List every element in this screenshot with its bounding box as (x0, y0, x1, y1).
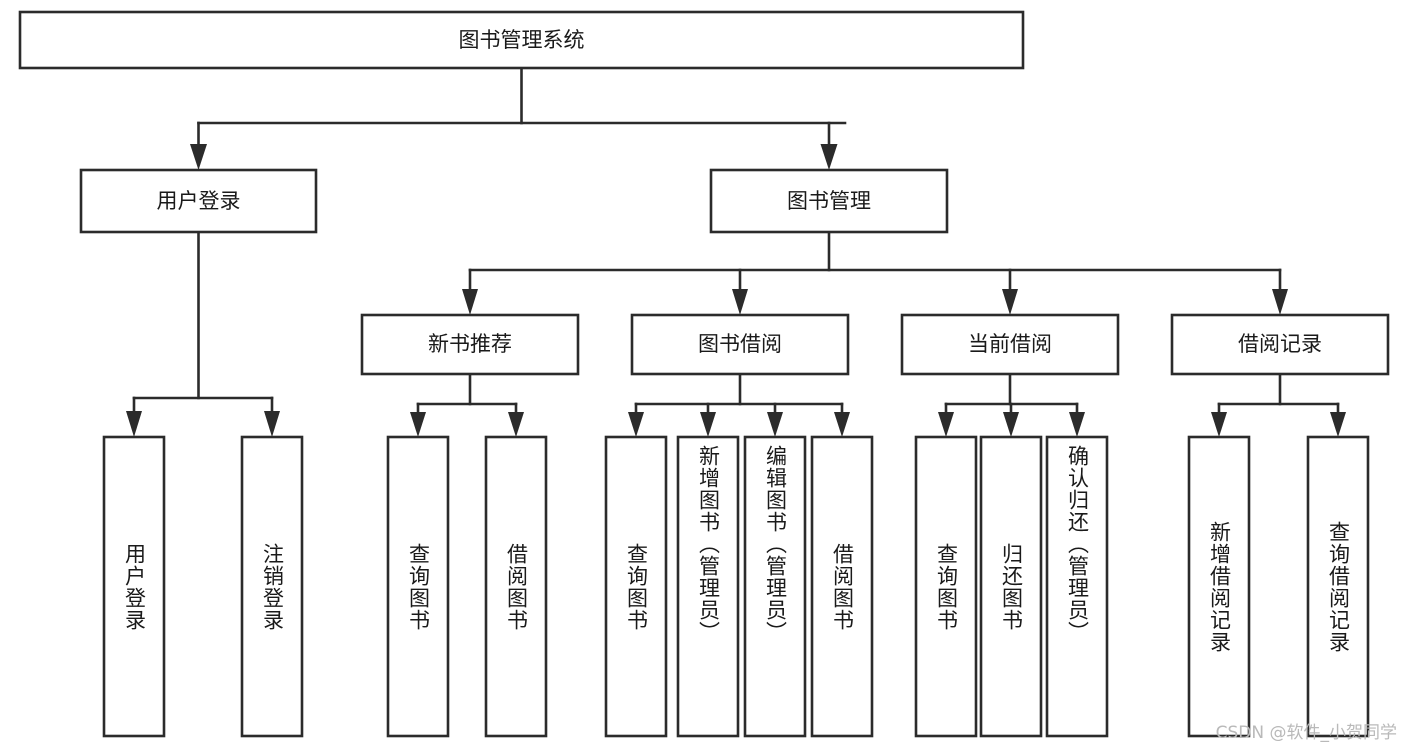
leaf-node-group (102, 435, 1370, 738)
arrowhead-leaf-user-login (126, 411, 142, 437)
node-book-borrow-label: 图书借阅 (698, 332, 782, 356)
node-borrow-record-label: 借阅记录 (1238, 332, 1322, 356)
arrowhead-leaf-return-book (1003, 412, 1019, 437)
arrowhead-book-borrow (732, 289, 748, 315)
arrowhead-leaf-query-book-2 (628, 412, 644, 437)
node-book-management[interactable]: 图书管理 (709, 168, 949, 234)
leaf-box-borrow-book-2[interactable] (810, 435, 874, 738)
arrowhead-leaf-borrow-book-1 (508, 412, 524, 437)
node-root-system-label: 图书管理系统 (459, 28, 585, 52)
connector-group-current-borrow (938, 372, 1085, 437)
connector-group-user-login (126, 230, 280, 437)
node-new-book-recommend-label: 新书推荐 (428, 332, 512, 356)
node-current-borrow-label: 当前借阅 (968, 332, 1052, 356)
node-new-book-recommend-box[interactable] (360, 313, 580, 376)
arrowhead-leaf-logout (264, 411, 280, 437)
arrowhead-leaf-add-record (1211, 412, 1227, 437)
connector-group-book-mgmt (462, 230, 1288, 315)
arrowhead-user-login (190, 144, 207, 170)
node-user-login-box[interactable] (79, 168, 318, 234)
arrowhead-leaf-query-book-3 (938, 412, 954, 437)
node-current-borrow[interactable]: 当前借阅 (900, 313, 1120, 376)
leaf-box-edit-book[interactable] (743, 435, 807, 738)
leaf-box-borrow-book-1[interactable] (484, 435, 548, 738)
connector-group-book-borrow (628, 372, 850, 437)
leaf-box-query-book-2[interactable] (604, 435, 668, 738)
leaf-box-query-record[interactable] (1306, 435, 1370, 738)
node-borrow-record[interactable]: 借阅记录 (1170, 313, 1390, 376)
node-root-system-box[interactable] (18, 10, 1025, 70)
arrowhead-leaf-borrow-book-2 (834, 412, 850, 437)
node-root-system[interactable]: 图书管理系统 (18, 10, 1025, 70)
leaf-box-confirm-return[interactable] (1045, 435, 1109, 738)
connector-group-borrow-record (1211, 372, 1346, 437)
node-user-login[interactable]: 用户登录 (79, 168, 318, 234)
leaf-box-add-record[interactable] (1187, 435, 1251, 738)
node-user-login-label: 用户登录 (157, 189, 241, 213)
arrowhead-leaf-query-book-1 (410, 412, 426, 437)
leaf-box-return-book[interactable] (979, 435, 1043, 738)
leaf-box-logout[interactable] (240, 435, 304, 738)
arrowhead-leaf-query-record (1330, 412, 1346, 437)
node-borrow-record-box[interactable] (1170, 313, 1390, 376)
arrowhead-book-mgmt (820, 144, 838, 170)
csdn-watermark: CSDN @软件_小贺同学 (1215, 723, 1397, 743)
arrowhead-borrow-record (1272, 289, 1288, 315)
connector-group-root (190, 66, 847, 170)
arrowhead-leaf-edit-book (767, 412, 783, 437)
node-current-borrow-box[interactable] (900, 313, 1120, 376)
connector-group-new-book-rec (410, 372, 524, 437)
leaf-box-user-login[interactable] (102, 435, 166, 738)
node-book-borrow[interactable]: 图书借阅 (630, 313, 850, 376)
leaf-box-query-book-1[interactable] (386, 435, 450, 738)
arrowhead-current-borrow (1002, 289, 1018, 315)
arrowhead-leaf-add-book (700, 412, 716, 437)
node-new-book-recommend[interactable]: 新书推荐 (360, 313, 580, 376)
node-book-management-label: 图书管理 (787, 189, 871, 213)
arrowhead-leaf-confirm-return (1069, 412, 1085, 437)
leaf-box-query-book-3[interactable] (914, 435, 978, 738)
arrowhead-new-book-rec (462, 289, 478, 315)
node-book-management-box[interactable] (709, 168, 949, 234)
node-book-borrow-box[interactable] (630, 313, 850, 376)
leaf-box-add-book[interactable] (676, 435, 740, 738)
